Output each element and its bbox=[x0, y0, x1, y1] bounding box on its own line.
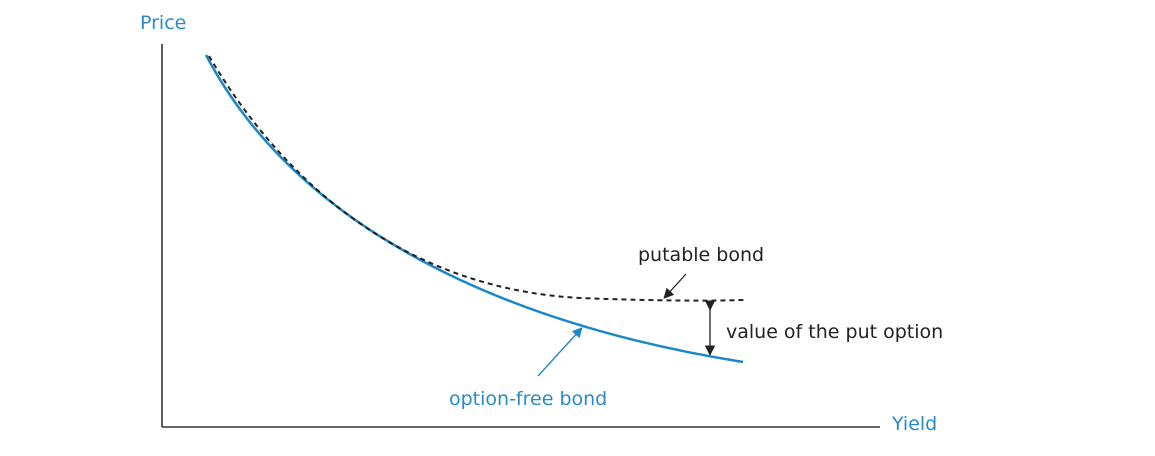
option-free-bond-label: option-free bond bbox=[449, 388, 607, 410]
put-value-label: value of the put option bbox=[726, 321, 943, 343]
x-axis-label: Yield bbox=[891, 413, 937, 435]
putable-bond-label: putable bond bbox=[638, 244, 764, 266]
option-free-bond-curve bbox=[204, 54, 744, 364]
putable-bond-curve bbox=[208, 55, 746, 302]
y-axis-label: Price bbox=[140, 12, 186, 34]
putable-bond-pointer-arrow bbox=[663, 273, 687, 299]
option-free-bond-pointer-arrow bbox=[537, 327, 583, 377]
